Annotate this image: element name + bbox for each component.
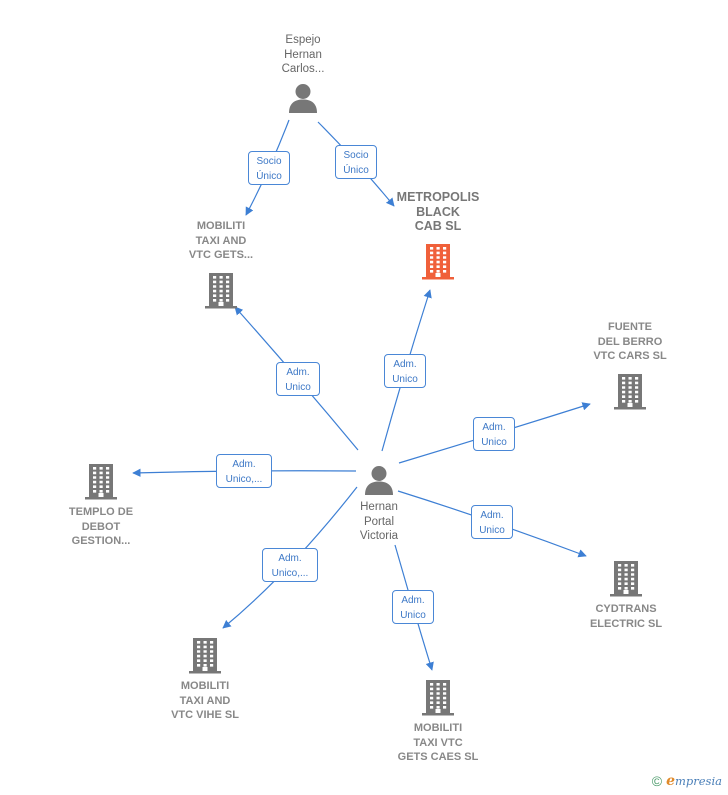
node-label[interactable]: MOBILITI TAXI VTC GETS CAES SL bbox=[397, 722, 479, 763]
edge-label-mobiliti-gets[interactable]: Adm. Unico bbox=[276, 362, 320, 396]
node-icon[interactable] bbox=[204, 271, 238, 309]
edge-label-templo[interactable]: Adm. Unico,... bbox=[216, 454, 272, 488]
node-label[interactable]: Hernan Portal Victoria bbox=[359, 501, 399, 542]
building-icon bbox=[205, 272, 237, 308]
edge-label-mobiliti-vihe[interactable]: Adm. Unico,... bbox=[262, 548, 318, 582]
building-icon bbox=[422, 243, 454, 279]
node-label[interactable]: TEMPLO DE DEBOT GESTION... bbox=[68, 506, 134, 547]
edge-label-cydtrans[interactable]: Adm. Unico bbox=[471, 505, 513, 539]
building-icon bbox=[614, 373, 646, 409]
footer-brand: © empresia bbox=[652, 773, 722, 789]
node-icon[interactable] bbox=[363, 465, 395, 495]
building-icon bbox=[610, 561, 642, 597]
node-label[interactable]: Espejo Hernan Carlos... bbox=[281, 34, 325, 75]
building-icon bbox=[85, 464, 117, 500]
node-icon[interactable] bbox=[287, 83, 319, 113]
edge-label-metropolis[interactable]: Socio Único bbox=[335, 145, 377, 179]
building-icon bbox=[422, 680, 454, 716]
company-node-templo[interactable]: TEMPLO DE DEBOT GESTION... bbox=[41, 462, 161, 549]
company-node-metropolis[interactable]: METROPOLIS BLACK CAB SL bbox=[378, 190, 498, 280]
company-node-mobiliti-caes[interactable]: MOBILITI TAXI VTC GETS CAES SL bbox=[378, 678, 498, 765]
building-icon bbox=[189, 638, 221, 674]
company-node-cydtrans[interactable]: CYDTRANS ELECTRIC SL bbox=[566, 559, 686, 631]
node-label[interactable]: FUENTE DEL BERRO VTC CARS SL bbox=[593, 321, 667, 362]
node-label[interactable]: METROPOLIS BLACK CAB SL bbox=[396, 190, 480, 233]
brand-logo[interactable]: empresia bbox=[666, 773, 722, 789]
node-icon[interactable] bbox=[421, 678, 455, 716]
edge-label-mobiliti-caes[interactable]: Adm. Unico bbox=[392, 590, 434, 624]
node-label[interactable]: CYDTRANS ELECTRIC SL bbox=[589, 603, 663, 630]
copyright-icon: © bbox=[651, 773, 663, 789]
node-icon[interactable] bbox=[609, 559, 643, 597]
person-node-hernan[interactable]: Hernan Portal Victoria bbox=[319, 465, 439, 544]
edge-label-metropolis[interactable]: Adm. Unico bbox=[384, 354, 426, 388]
company-node-fuente[interactable]: FUENTE DEL BERRO VTC CARS SL bbox=[570, 320, 690, 410]
person-icon bbox=[289, 83, 317, 113]
node-label[interactable]: MOBILITI TAXI AND VTC VIHE SL bbox=[171, 680, 239, 721]
node-icon[interactable] bbox=[84, 462, 118, 500]
node-icon[interactable] bbox=[613, 372, 647, 410]
node-label[interactable]: MOBILITI TAXI AND VTC GETS... bbox=[188, 220, 254, 261]
edge-label-fuente[interactable]: Adm. Unico bbox=[473, 417, 515, 451]
person-node-espejo[interactable]: Espejo Hernan Carlos... bbox=[243, 33, 363, 113]
company-node-mobiliti-vihe[interactable]: MOBILITI TAXI AND VTC VIHE SL bbox=[145, 636, 265, 723]
company-node-mobiliti-gets[interactable]: MOBILITI TAXI AND VTC GETS... bbox=[161, 219, 281, 309]
edge-label-mobiliti-gets[interactable]: Socio Único bbox=[248, 151, 290, 185]
person-icon bbox=[365, 466, 393, 495]
node-icon[interactable] bbox=[421, 242, 455, 280]
node-icon[interactable] bbox=[188, 636, 222, 674]
